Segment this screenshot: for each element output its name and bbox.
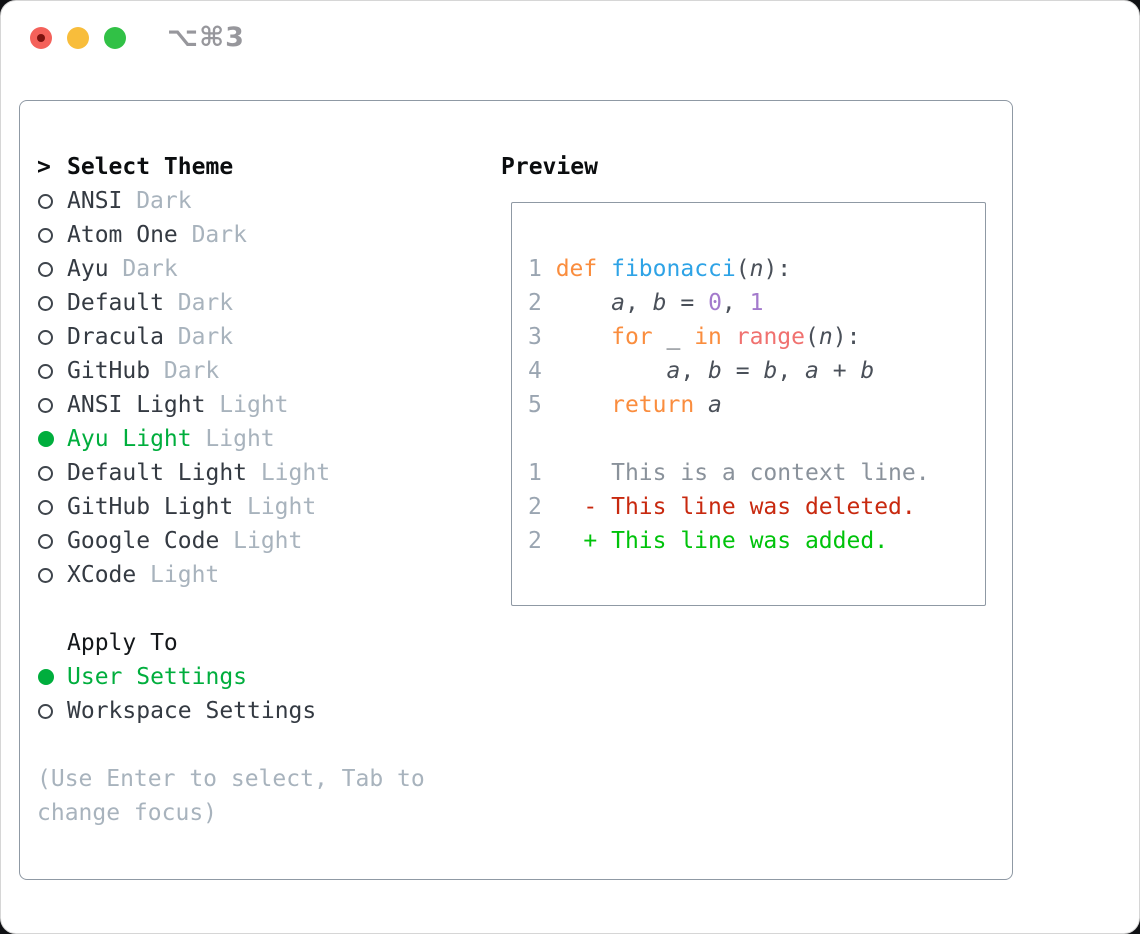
cursor-arrow-icon: > <box>37 154 51 180</box>
radio-icon <box>38 295 53 311</box>
radio-icon <box>38 363 53 379</box>
radio-icon <box>38 261 53 277</box>
theme-option-variant: Light <box>233 528 303 554</box>
radio-icon <box>38 567 53 583</box>
theme-option[interactable]: GitHub Light Light <box>37 490 487 524</box>
preview-title: Preview <box>501 154 598 180</box>
select-theme-header: > Select Theme <box>37 150 487 184</box>
theme-option[interactable]: Google Code Light <box>37 524 487 558</box>
theme-option-variant: Dark <box>136 188 192 214</box>
radio-icon <box>38 703 53 719</box>
theme-option[interactable]: Ayu Dark <box>37 252 487 286</box>
window-title: ⌥⌘3 <box>167 22 245 53</box>
apply-option[interactable]: User Settings <box>37 660 487 694</box>
theme-option[interactable]: GitHub Dark <box>37 354 487 388</box>
theme-option-variant: Dark <box>191 222 247 248</box>
radio-icon <box>38 397 53 413</box>
theme-option[interactable]: Atom One Dark <box>37 218 487 252</box>
theme-option-variant: Dark <box>177 324 234 350</box>
code-line: 3 for _ in range(n): <box>528 324 861 350</box>
radio-icon <box>38 533 53 549</box>
close-button[interactable] <box>30 27 52 49</box>
radio-icon <box>38 329 53 345</box>
apply-option-label: Workspace Settings <box>67 698 317 724</box>
theme-option-variant: Light <box>205 426 275 452</box>
theme-option[interactable]: ANSI Dark <box>37 184 487 218</box>
radio-selected-icon <box>38 669 54 685</box>
theme-option-label: Google Code <box>67 528 220 554</box>
theme-option-label: Ayu Light <box>67 426 192 452</box>
apply-option-label: User Settings <box>67 664 248 690</box>
minimize-button[interactable] <box>67 27 89 49</box>
code-line: 2 - This line was deleted. <box>528 494 916 520</box>
code-line: 1 This is a context line. <box>528 460 930 486</box>
hint-line: (Use Enter to select, Tab to <box>37 766 425 792</box>
theme-option-variant: Light <box>246 494 317 520</box>
theme-option[interactable]: ANSI Light Light <box>37 388 487 422</box>
theme-option-variant: Dark <box>122 256 178 282</box>
code-line: 4 a, b = b, a + b <box>528 358 875 384</box>
zoom-button[interactable] <box>104 27 126 49</box>
theme-option-label: ANSI Light <box>67 392 206 418</box>
close-dot-icon <box>37 34 45 42</box>
theme-option-label: GitHub <box>67 358 151 384</box>
theme-option-label: XCode <box>67 562 137 588</box>
theme-option-variant: Dark <box>177 290 234 316</box>
radio-icon <box>38 465 53 481</box>
preview-box: 1 def fibonacci(n): 2 a, b = 0, 1 3 for _ … <box>511 202 986 606</box>
theme-option-variant: Light <box>260 460 331 486</box>
theme-option[interactable]: Default Light Light <box>37 456 487 490</box>
theme-option[interactable]: Dracula Dark <box>37 320 487 354</box>
theme-option-label: Atom One <box>67 222 178 248</box>
theme-option-label: Default <box>67 290 164 316</box>
theme-option-label: Default Light <box>67 460 248 486</box>
apply-option[interactable]: Workspace Settings <box>37 694 487 728</box>
theme-option-label: Dracula <box>67 324 164 350</box>
code-preview: 1 def fibonacci(n): 2 a, b = 0, 1 3 for _ … <box>512 203 985 558</box>
hint-text: (Use Enter to select, Tab to change focu… <box>37 762 487 830</box>
spacer <box>37 728 487 762</box>
theme-option-label: ANSI <box>67 188 123 214</box>
theme-option-variant: Light <box>150 562 220 588</box>
theme-option[interactable]: Default Dark <box>37 286 487 320</box>
hint-line: change focus) <box>37 800 218 826</box>
theme-option-label: GitHub Light <box>67 494 234 520</box>
apply-to-title: Apply To <box>67 630 178 656</box>
code-line: 2 + This line was added. <box>528 528 889 554</box>
theme-option[interactable]: XCode Light <box>37 558 487 592</box>
spacer <box>37 592 487 626</box>
select-theme-title: Select Theme <box>67 154 234 180</box>
theme-option-label: Ayu <box>67 256 109 282</box>
code-line: 2 a, b = 0, 1 <box>528 290 764 316</box>
radio-icon <box>38 193 53 209</box>
radio-selected-icon <box>38 431 54 447</box>
code-line <box>528 422 985 456</box>
radio-icon <box>38 499 53 515</box>
theme-option-variant: Light <box>219 392 289 418</box>
apply-to-header: Apply To <box>37 626 487 660</box>
code-line: 1 def fibonacci(n): <box>528 256 792 282</box>
radio-icon <box>38 227 53 243</box>
code-line: 5 return a <box>528 392 722 418</box>
theme-option[interactable]: Ayu Light Light <box>37 422 487 456</box>
theme-option-variant: Dark <box>163 358 220 384</box>
